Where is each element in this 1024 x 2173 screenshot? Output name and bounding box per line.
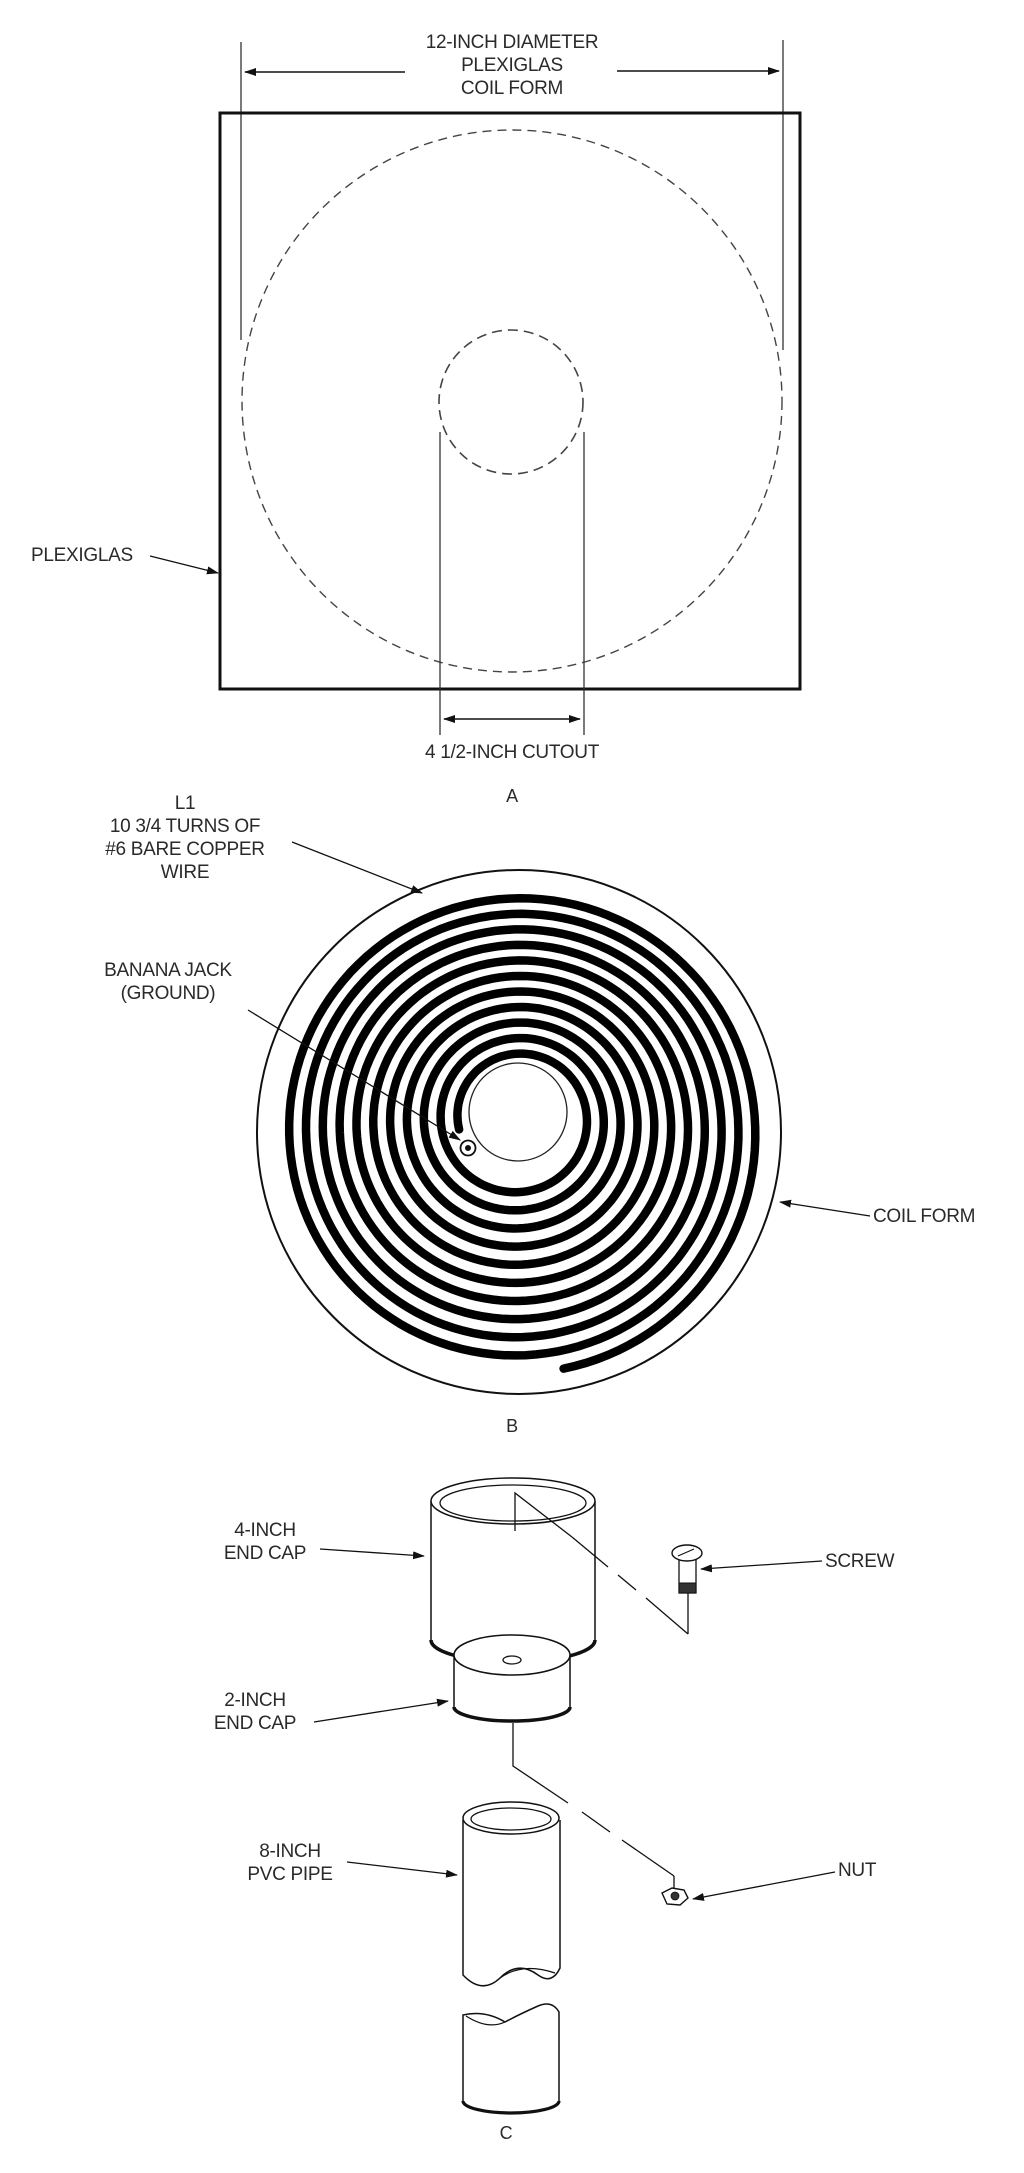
end-cap-2-inch bbox=[452, 1634, 572, 1723]
copper-wire-spiral bbox=[284, 894, 760, 1373]
banana-jack-center bbox=[465, 1145, 471, 1151]
plexiglas-leader bbox=[149, 555, 219, 575]
nut-label: NUT bbox=[838, 1860, 877, 1881]
pvc-pipe-label: 8-INCH PVC PIPE bbox=[230, 1840, 350, 1886]
screw-icon bbox=[671, 1544, 703, 1594]
coil-form-outline-dashed bbox=[241, 129, 783, 673]
dimension-label-12-inch: 12-INCH DIAMETER PLEXIGLAS COIL FORM bbox=[412, 31, 612, 100]
coil-label-line: WIRE bbox=[160, 862, 210, 883]
cutout-outline-dashed bbox=[438, 329, 584, 475]
coil-l1-label: L1 10 3/4 TURNS OF #6 BARE COPPER WIRE bbox=[85, 792, 285, 884]
pipe-label-line: 8-INCH bbox=[259, 1841, 321, 1862]
nut-icon bbox=[661, 1887, 689, 1906]
banana-jack-label: BANANA JACK (GROUND) bbox=[78, 959, 258, 1005]
pipe-label-line: PVC PIPE bbox=[247, 1864, 333, 1885]
jack-label-line: (GROUND) bbox=[120, 983, 216, 1004]
coil-label-leader bbox=[291, 841, 423, 894]
part-b-spiral-coil bbox=[247, 841, 871, 1395]
cutout-label: 4 1/2-INCH CUTOUT bbox=[424, 742, 600, 763]
coil-label-line: L1 bbox=[174, 793, 196, 814]
dimension-label-line: 12-INCH DIAMETER bbox=[425, 32, 599, 53]
pvc-pipe-upper bbox=[462, 1801, 561, 1987]
plexiglas-label: PLEXIGLAS bbox=[31, 545, 133, 566]
cap2-label-line: END CAP bbox=[213, 1713, 297, 1734]
cap4-label-line: END CAP bbox=[223, 1543, 307, 1564]
plexiglas-sheet bbox=[218, 111, 802, 691]
jack-label-leader bbox=[247, 1009, 461, 1141]
coil-label-line: 10 3/4 TURNS OF bbox=[109, 816, 261, 837]
end-cap-2-inch-label: 2-INCH END CAP bbox=[200, 1689, 310, 1735]
part-a-caption: A bbox=[506, 786, 518, 806]
coil-label-line: #6 BARE COPPER bbox=[105, 839, 265, 860]
cap2-label-line: 2-INCH bbox=[224, 1690, 286, 1711]
part-c-caption: C bbox=[499, 2123, 513, 2143]
coil-form-label: COIL FORM bbox=[873, 1206, 976, 1227]
part-a-plexiglas-form bbox=[149, 40, 802, 735]
part-c-mount-assembly bbox=[313, 1477, 836, 2115]
cap4-label-line: 4-INCH bbox=[234, 1520, 296, 1541]
end-cap-4-inch bbox=[429, 1477, 597, 1664]
center-hole bbox=[468, 1062, 568, 1162]
dimension-label-line: PLEXIGLAS bbox=[461, 55, 563, 76]
screw-label: SCREW bbox=[825, 1551, 895, 1572]
pvc-pipe-lower bbox=[461, 2003, 561, 2115]
part-b-caption: B bbox=[506, 1416, 518, 1436]
end-cap-4-inch-label: 4-INCH END CAP bbox=[210, 1519, 320, 1565]
coil-form-disc bbox=[256, 869, 782, 1395]
dimension-label-line: COIL FORM bbox=[460, 78, 564, 99]
coil-form-leader bbox=[779, 1199, 871, 1217]
jack-label-line: BANANA JACK bbox=[104, 960, 232, 981]
